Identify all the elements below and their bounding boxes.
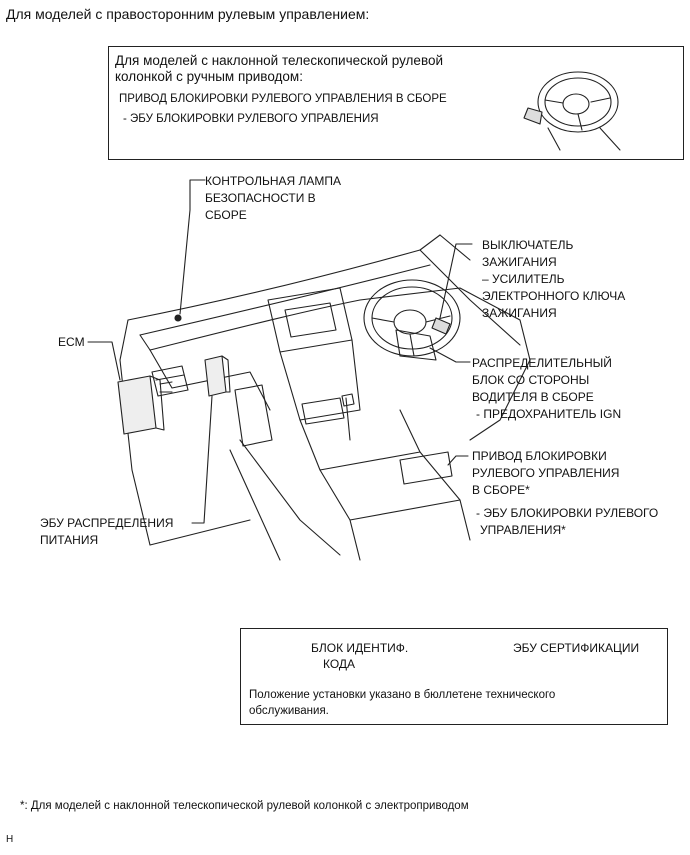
ignition-switch-label-1: ВЫКЛЮЧАТЕЛЬ <box>482 238 574 252</box>
steering-lock-ecu-label-2: УПРАВЛЕНИЯ* <box>480 523 566 537</box>
security-lamp-label-1: КОНТРОЛЬНАЯ ЛАМПА <box>205 174 342 188</box>
manual-steering-lock-label: ПРИВОД БЛОКИРОВКИ РУЛЕВОГО УПРАВЛЕНИЯ В … <box>119 93 447 105</box>
junction-block-label-1: РАСПРЕДЕЛИТЕЛЬНЫЙ <box>472 356 612 370</box>
ignition-switch-label-3: – УСИЛИТЕЛЬ <box>482 272 565 286</box>
corner-mark: H <box>6 834 14 845</box>
junction-block-label-4: - ПРЕДОХРАНИТЕЛЬ IGN <box>476 407 622 421</box>
install-note-line2: обслуживания. <box>249 705 329 717</box>
footnote: *: Для моделей с наклонной телескопическ… <box>20 800 469 812</box>
cert-ecu-label: ЭБУ СЕРТИФИКАЦИИ <box>513 641 640 655</box>
manual-column-note-box: Для моделей с наклонной телескопической … <box>108 46 684 160</box>
ignition-switch-label-5: ЗАЖИГАНИЯ <box>482 306 557 320</box>
manual-steering-lock-ecu-label: - ЭБУ БЛОКИРОВКИ РУЛЕВОГО УПРАВЛЕНИЯ <box>123 113 379 125</box>
steering-lock-label-1: ПРИВОД БЛОКИРОВКИ <box>472 449 607 463</box>
smart-key-note-box: БЛОК ИДЕНТИФ. КОДА ЭБУ СЕРТИФИКАЦИИ Поло… <box>240 628 668 725</box>
small-steering-wheel-icon <box>523 71 621 151</box>
security-lamp-label-2: БЕЗОПАСНОСТИ В <box>205 191 316 205</box>
power-ecu-label-1: ЭБУ РАСПРЕДЕЛЕНИЯ <box>40 516 174 530</box>
install-note-line1: Положение установки указано в бюллетене … <box>249 689 556 701</box>
page-title: Для моделей с правосторонним рулевым упр… <box>6 6 370 22</box>
junction-block-label-2: БЛОК СО СТОРОНЫ <box>472 373 590 387</box>
security-lamp-label-3: СБОРЕ <box>205 208 247 222</box>
ecm-label: ECM <box>58 335 85 349</box>
power-ecu-label-2: ПИТАНИЯ <box>40 533 99 547</box>
steering-lock-ecu-label-1: - ЭБУ БЛОКИРОВКИ РУЛЕВОГО <box>476 506 659 520</box>
manual-column-header-line1: Для моделей с наклонной телескопической … <box>115 53 444 68</box>
id-code-box-label-2: КОДА <box>323 657 356 671</box>
ignition-switch-label-2: ЗАЖИГАНИЯ <box>482 255 557 269</box>
manual-column-header-line2: колонкой с ручным приводом: <box>115 69 303 84</box>
ignition-switch-label-4: ЭЛЕКТРОННОГО КЛЮЧА <box>482 289 626 303</box>
steering-lock-label-3: В СБОРЕ* <box>472 483 530 497</box>
steering-lock-label-2: РУЛЕВОГО УПРАВЛЕНИЯ <box>472 466 620 480</box>
id-code-box-label-1: БЛОК ИДЕНТИФ. <box>311 641 409 655</box>
junction-block-label-3: ВОДИТЕЛЯ В СБОРЕ <box>472 390 594 404</box>
